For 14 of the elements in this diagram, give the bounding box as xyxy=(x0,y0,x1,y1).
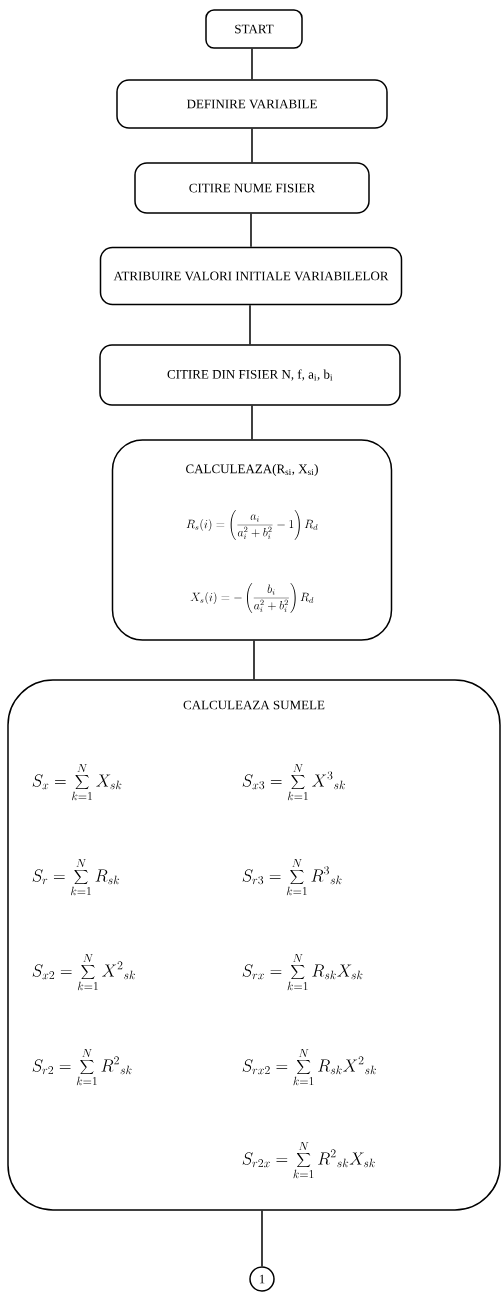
process-box: ATRIBUIRE VALORI INITIALE VARIABILELOR xyxy=(99,246,403,306)
connector-line xyxy=(251,128,253,163)
connector-line xyxy=(250,213,252,248)
process-box: DEFINIRE VARIABILE xyxy=(116,79,388,129)
connector-line xyxy=(249,304,251,345)
process-box: CITIRE NUME FISIER xyxy=(134,162,370,214)
connector-line xyxy=(251,48,253,80)
process-box: CITIRE DIN FISIER N, f, a$_{i}$, b$_{i}$ xyxy=(99,344,401,406)
connector-line xyxy=(251,405,253,440)
connector-line xyxy=(253,640,255,680)
process-box: CALCULEAZA SUMELE $S_{x}=\sum_{k=1}^{N}X_{sk}$ $S_{x3}=\sum_{k=1}^{N}X^{3}{}_{sk}$ $S_{r}=\sum_{k=1}^{N}R_{sk}$ $S_{r3}=\sum_{k=1}^{N}R^{3}{}_{sk}$ $S_{x2}=\sum_{k=1}^{N}X^{2}{}_{sk}$ $S_{rx}=\sum_{k=1}^{N}R_{sk}X_{sk}$ $S_{r2}=\sum_{k=1}^{N}R^{2}{}_{sk}$ $S_{rx2}=\sum_{k=1}^{N}R_{sk}X^{2}{}_{sk}$ $S_{r2x}=\sum_{k=1}^{N}R^{2}{}_{sk}X_{sk}$ xyxy=(7,679,501,1211)
process-box: CALCULEAZA(R$_{si}$, X$_{si}$) $R_{s}(i)=\left(\frac{a_{i}}{a_{i}^{2}+b_{i}^{2}}-1\right)R_{d}$ $X_{s}(i)=-\left(\frac{b_{i}}{a_{i}^{2}+b_{i}^{2}}\right)R_{d}$ xyxy=(111,439,393,641)
connector-line xyxy=(261,1210,263,1267)
process-box: START xyxy=(205,9,303,49)
